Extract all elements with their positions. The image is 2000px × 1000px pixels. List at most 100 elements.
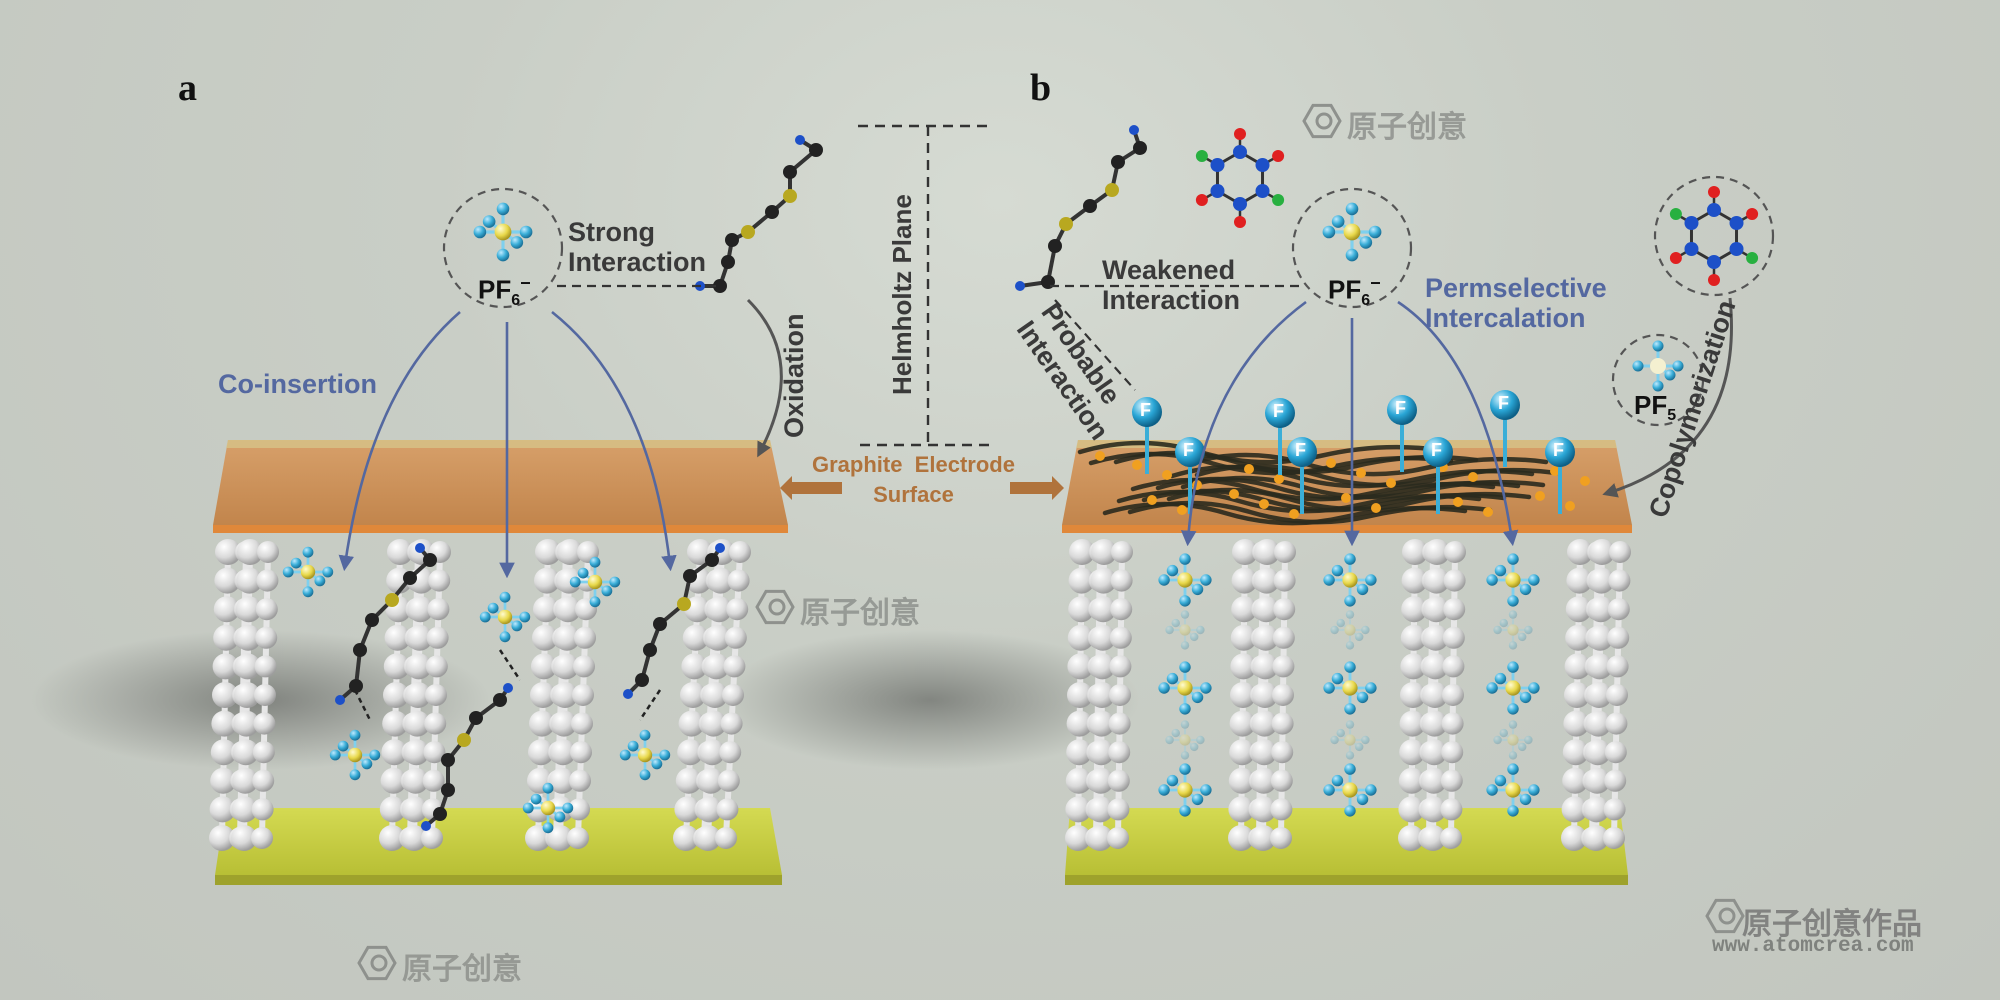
polymer-node bbox=[1565, 501, 1575, 511]
carbon-sphere bbox=[1400, 624, 1427, 651]
phosphorus-atom bbox=[494, 223, 512, 241]
carbon-sphere bbox=[1564, 682, 1590, 708]
fluorine-atom bbox=[1507, 553, 1519, 565]
graphite-surface-a bbox=[213, 440, 788, 525]
carbon-sphere bbox=[699, 739, 726, 766]
surface-fluorine-label: F bbox=[1295, 440, 1306, 460]
pf6-anion bbox=[569, 556, 621, 608]
carbon-sphere bbox=[1089, 624, 1116, 651]
carbon-sphere bbox=[675, 767, 702, 794]
fluorine-atom bbox=[496, 248, 510, 262]
carbon-sphere bbox=[1109, 684, 1131, 706]
fluorine-atom bbox=[282, 566, 294, 578]
atom bbox=[457, 733, 471, 747]
fluorine-atom bbox=[1632, 360, 1644, 372]
fluorine-atom bbox=[1507, 763, 1519, 775]
oxidation-arrow bbox=[746, 298, 783, 458]
carbon-sphere bbox=[1107, 798, 1130, 821]
carbon-sphere bbox=[1603, 798, 1626, 821]
fluorine-atom bbox=[1166, 672, 1179, 685]
fluorine-atom bbox=[1508, 751, 1518, 760]
phosphorus-atom bbox=[1507, 624, 1519, 636]
fluorine-atom bbox=[562, 802, 574, 814]
pf6-anion bbox=[1323, 553, 1377, 607]
atom bbox=[1746, 208, 1759, 220]
atom bbox=[705, 553, 719, 567]
atom bbox=[1083, 199, 1097, 213]
carbon-sphere bbox=[532, 624, 558, 651]
polymer-node bbox=[1535, 491, 1545, 501]
fluorine-atom bbox=[522, 802, 534, 814]
atom bbox=[783, 165, 797, 179]
atom bbox=[677, 597, 691, 611]
helmholtz-plane-label: Helmholtz Plane bbox=[887, 194, 917, 395]
carbon-sphere bbox=[1271, 741, 1294, 764]
atom bbox=[1059, 217, 1073, 231]
fluorine-atom bbox=[1336, 728, 1345, 738]
carbon-sphere bbox=[574, 626, 596, 649]
additive-circle bbox=[1653, 175, 1775, 297]
carbon-sphere bbox=[402, 767, 429, 794]
solvent-molecule bbox=[421, 683, 513, 831]
carbon-sphere bbox=[696, 796, 723, 823]
fluorine-atom bbox=[589, 596, 601, 608]
carbon-sphere bbox=[1587, 596, 1614, 623]
atom bbox=[1129, 125, 1139, 135]
carbon-sphere bbox=[1065, 825, 1091, 851]
fluorine-atom bbox=[302, 546, 314, 558]
solvent-molecule bbox=[695, 135, 823, 293]
carbon-sphere bbox=[1587, 624, 1614, 651]
carbon-sphere bbox=[384, 624, 411, 651]
carbon-sphere bbox=[1272, 655, 1295, 678]
fluorine-atom bbox=[1664, 369, 1676, 381]
pf6-formula-a: PF6− bbox=[478, 273, 531, 309]
phosphorus-atom bbox=[1505, 782, 1521, 798]
carbon-sphere bbox=[1607, 626, 1630, 649]
pf6-anion bbox=[1330, 610, 1370, 650]
atom bbox=[1669, 252, 1682, 264]
fluorine-atom bbox=[1166, 564, 1179, 577]
fluorine-atom bbox=[619, 749, 631, 761]
fluorine-atom bbox=[1355, 632, 1364, 642]
carbon-sphere bbox=[210, 739, 237, 766]
atom bbox=[1707, 203, 1721, 217]
carbon-sphere bbox=[674, 796, 701, 823]
fluorine-atom bbox=[361, 758, 373, 770]
carbon-sphere bbox=[1561, 825, 1587, 851]
fluorine-atom bbox=[554, 811, 566, 823]
additive-molecule bbox=[1195, 128, 1285, 228]
fluorine-atom bbox=[1493, 625, 1502, 635]
carbon-sphere bbox=[1253, 567, 1280, 594]
pf6-anion bbox=[1158, 763, 1212, 817]
carbon-sphere bbox=[1443, 598, 1466, 621]
fluorine-atom bbox=[1361, 735, 1370, 745]
polymer-strand bbox=[1183, 452, 1549, 477]
fluorine-atom bbox=[1508, 720, 1518, 729]
carbon-sphere bbox=[555, 596, 581, 623]
atom bbox=[421, 821, 431, 831]
fluorine-atom bbox=[1499, 728, 1508, 738]
fluorine-atom bbox=[542, 782, 554, 794]
fluorine-atom bbox=[542, 822, 554, 834]
watermark-logo-icon bbox=[1705, 898, 1745, 934]
carbon-sphere bbox=[1230, 624, 1257, 651]
carbon-sphere bbox=[1107, 827, 1129, 849]
carbon-sphere bbox=[1423, 567, 1450, 594]
carbon-sphere bbox=[401, 825, 427, 851]
fluorine-atom bbox=[1494, 774, 1507, 787]
fluorine-atom bbox=[1507, 661, 1519, 673]
pf6-anion bbox=[282, 546, 334, 598]
carbon-sphere bbox=[1440, 798, 1463, 821]
fluorine-atom bbox=[1158, 574, 1170, 586]
phosphorus-atom bbox=[1342, 680, 1358, 696]
phosphorus-atom bbox=[1342, 782, 1358, 798]
watermark-logo-icon bbox=[1718, 907, 1736, 925]
carbon-sphere bbox=[1586, 682, 1612, 708]
carbon-sphere bbox=[381, 739, 408, 766]
fluorine-atom bbox=[473, 225, 487, 239]
carbon-sphere bbox=[1087, 767, 1114, 794]
atom bbox=[415, 543, 425, 553]
atom bbox=[1707, 255, 1721, 269]
fluorine-atom bbox=[1486, 784, 1498, 796]
carbon-sphere bbox=[700, 710, 727, 737]
